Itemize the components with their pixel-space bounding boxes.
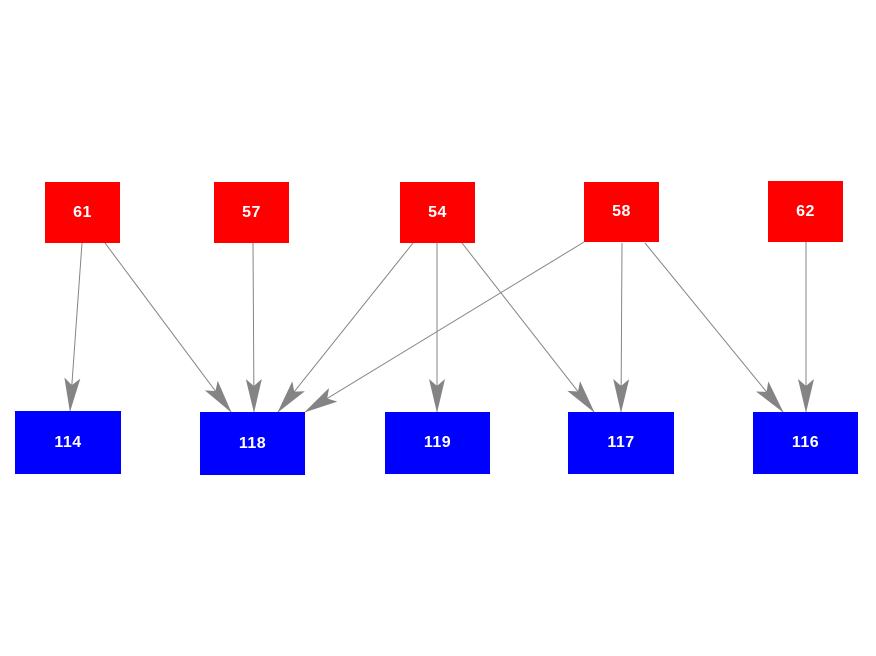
node-119: 119	[385, 412, 490, 474]
node-62-label: 62	[796, 202, 815, 220]
node-57-label: 57	[242, 203, 261, 221]
node-62: 62	[768, 181, 843, 242]
edge-58-to-117	[613, 242, 630, 413]
node-54-label: 54	[428, 203, 447, 221]
edge-58-to-118	[304, 241, 585, 413]
edge-54-to-118	[277, 242, 414, 413]
node-117: 117	[568, 412, 674, 474]
edge-61-to-114	[64, 242, 83, 412]
node-58: 58	[584, 182, 659, 242]
node-116: 116	[753, 412, 858, 474]
node-61-label: 61	[73, 203, 92, 221]
node-118-label: 118	[238, 434, 267, 452]
edge-61-to-118	[104, 242, 232, 413]
edge-54-to-117	[461, 242, 595, 413]
node-119-label: 119	[423, 434, 452, 451]
node-114: 114	[15, 411, 121, 474]
node-58-label: 58	[612, 203, 631, 220]
node-117-label: 117	[607, 434, 635, 451]
node-118: 118	[200, 412, 305, 475]
node-57: 57	[214, 182, 289, 243]
node-116-label: 116	[791, 434, 820, 451]
node-114-label: 114	[54, 433, 82, 451]
node-61: 61	[45, 182, 120, 243]
edge-58-to-116	[644, 242, 784, 413]
edge-57-to-118	[245, 242, 262, 413]
node-54: 54	[400, 182, 475, 243]
